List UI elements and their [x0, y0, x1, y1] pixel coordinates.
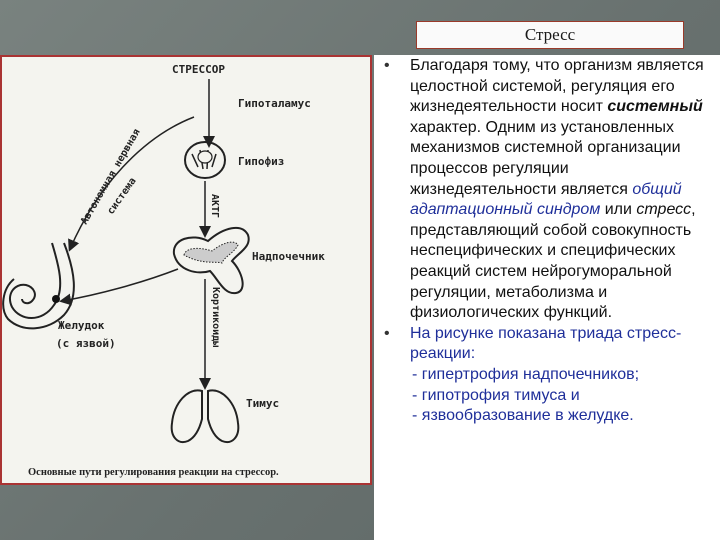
paragraph-2: На рисунке показана триада стресс-реакци…	[410, 324, 682, 363]
paragraph-1-part-c: или	[600, 201, 637, 219]
stomach-label-line2: (с язвой)	[56, 337, 116, 350]
slide-body-text: • Благодаря тому, что организм является …	[384, 56, 714, 427]
paragraph-1-term: общий адаптационный синдром	[410, 180, 682, 219]
hypothalamus-label: Гипоталамус	[238, 97, 311, 110]
triad-item-1: - гипертрофия надпочечников;	[412, 365, 640, 383]
paragraph-1-part-b: характер. Одним из установленных механиз…	[410, 118, 681, 198]
pituitary-label: Гипофиз	[238, 155, 284, 168]
thymus-gland	[170, 389, 240, 443]
paragraph-1-part-a: Благодаря тому, что организм является це…	[410, 57, 704, 116]
stomach-label-line1: Желудок	[58, 319, 105, 332]
text-panel	[374, 55, 720, 540]
ans-arrow	[68, 116, 195, 252]
adrenal-gland	[172, 226, 250, 295]
slide-title: Стресс	[416, 21, 684, 49]
stress-diagram: СТРЕССОР Гипоталамус Гипофиз АКТГ Надпоч…	[2, 63, 325, 478]
bullet-paragraph-1: • Благодаря тому, что организм является …	[384, 56, 714, 324]
stomach-organ	[2, 242, 75, 330]
paragraph-1-part-d: , представляющий собой совокупность несп…	[410, 201, 696, 322]
adrenal-label: Надпочечник	[252, 250, 325, 263]
bullet-icon: •	[384, 57, 390, 74]
thymus-label: Тимус	[246, 397, 279, 410]
triad-item-3: - язвообразование в желудке.	[412, 407, 634, 425]
stressor-label: СТРЕССОР	[172, 63, 225, 76]
corticoids-label: Кортикоиды	[210, 287, 221, 347]
paragraph-1: Благодаря тому, что организм является це…	[410, 56, 714, 324]
figure-caption: Основные пути регулирования реакции на с…	[28, 467, 279, 478]
figure-panel: СТРЕССОР Гипоталамус Гипофиз АКТГ Надпоч…	[0, 55, 372, 485]
bullet-icon: •	[384, 324, 390, 342]
triad-item-2: - гипотрофия тимуса и	[412, 386, 580, 404]
bullet-paragraph-2: • На рисунке показана триада стресс-реак…	[384, 324, 714, 365]
pituitary-gland	[184, 141, 226, 179]
paragraph-1-bold: системный	[607, 98, 703, 116]
paragraph-1-italic: стресс	[636, 201, 692, 219]
actg-label: АКТГ	[209, 194, 220, 218]
adrenal-stomach-arrow	[59, 268, 179, 306]
